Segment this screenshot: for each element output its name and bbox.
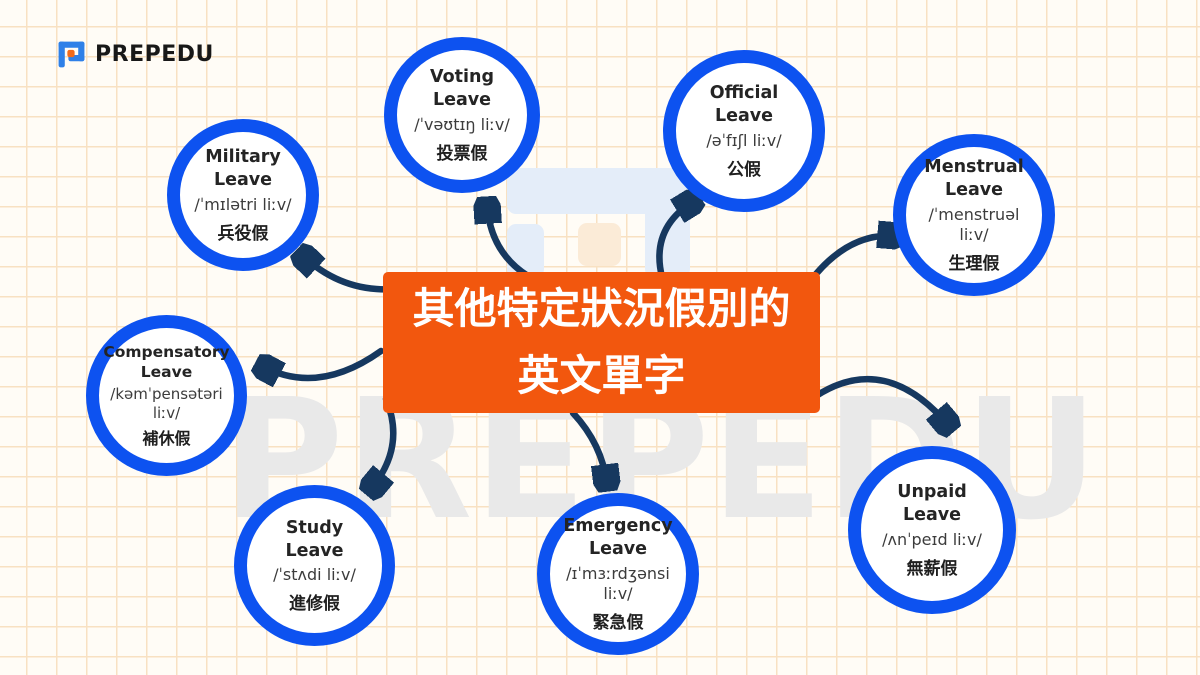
circle-compensatory-leave: Compensatory Leave /kəmˈpensətəri liːv/ … xyxy=(86,315,247,476)
arrow-to-compensatory-leave xyxy=(262,347,385,378)
leave-name: Unpaid Leave xyxy=(897,482,967,525)
leave-chinese: 進修假 xyxy=(289,594,340,615)
circle-study-leave: Study Leave /ˈstʌdi liːv/ 進修假 xyxy=(234,485,395,646)
leave-chinese: 兵役假 xyxy=(217,223,269,244)
leave-ipa: /ɪˈmɜːrdʒənsi liːv/ xyxy=(566,563,670,603)
leave-name: Emergency Leave xyxy=(563,516,673,559)
leave-name: Study Leave xyxy=(285,517,344,561)
ghost-logo-shape xyxy=(507,224,544,278)
circle-unpaid-leave: Unpaid Leave /ʌnˈpeɪd liːv/ 無薪假 xyxy=(848,446,1016,614)
leave-ipa: /ˈmenstruəl liːv/ xyxy=(928,204,1020,244)
arrow-to-unpaid-leave xyxy=(812,375,949,426)
arrow-to-voting-leave xyxy=(487,204,532,280)
brand-logo: PREPEDU xyxy=(56,39,214,70)
arrow-to-emergency-leave xyxy=(569,409,607,484)
leave-name: Compensatory Leave xyxy=(103,343,230,382)
leave-name: Official Leave xyxy=(709,83,779,126)
brand-logo-icon xyxy=(58,41,85,68)
leave-ipa: /ˈvəʊtɪŋ liːv/ xyxy=(414,114,510,134)
leave-name: Military Leave xyxy=(205,147,281,190)
leave-name: Menstrual Leave xyxy=(924,157,1024,200)
leave-ipa: /ˈmɪlətri liːv/ xyxy=(194,194,292,214)
leave-name: Voting Leave xyxy=(430,67,494,110)
central-title-box: 其他特定狀況假別的 英文單字 xyxy=(383,272,820,413)
leave-ipa: /ʌnˈpeɪd liːv/ xyxy=(882,529,982,549)
circle-emergency-leave: Emergency Leave /ɪˈmɜːrdʒənsi liːv/ 緊急假 xyxy=(537,493,699,655)
circle-voting-leave: Voting Leave /ˈvəʊtɪŋ liːv/ 投票假 xyxy=(384,37,540,193)
leave-chinese: 無薪假 xyxy=(906,558,958,579)
arrow-to-official-leave xyxy=(656,201,694,281)
brand-logo-text: PREPEDU xyxy=(95,42,214,67)
circle-menstrual-leave: Menstrual Leave /ˈmenstruəl liːv/ 生理假 xyxy=(893,134,1055,296)
leave-ipa: /əˈfɪʃl liːv/ xyxy=(706,130,782,150)
leave-chinese: 補休假 xyxy=(142,428,191,448)
leave-chinese: 投票假 xyxy=(436,143,488,164)
circle-official-leave: Official Leave /əˈfɪʃl liːv/ 公假 xyxy=(663,50,825,212)
arrow-to-menstrual-leave xyxy=(812,236,897,278)
title-line-1: 其他特定狀況假別的 xyxy=(412,284,791,334)
leave-ipa: /ˈstʌdi liːv/ xyxy=(273,565,356,585)
leave-chinese: 公假 xyxy=(727,159,761,180)
circle-military-leave: Military Leave /ˈmɪlətri liːv/ 兵役假 xyxy=(167,119,319,271)
arrow-to-military-leave xyxy=(302,255,400,293)
leave-ipa: /kəmˈpensətəri liːv/ xyxy=(110,385,223,423)
ghost-logo-square xyxy=(578,223,621,266)
title-line-2: 英文單字 xyxy=(517,350,686,400)
leave-chinese: 生理假 xyxy=(948,253,1000,274)
leave-chinese: 緊急假 xyxy=(592,612,644,633)
